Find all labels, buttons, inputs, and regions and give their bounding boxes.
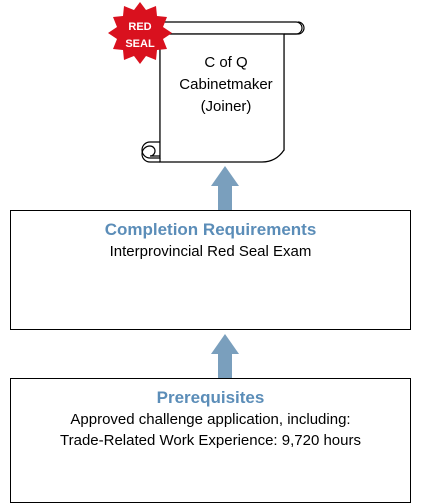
arrow-up-2 (211, 334, 239, 378)
scroll-top-roll (159, 21, 303, 35)
prerequisites-line1: Approved challenge application, includin… (70, 411, 351, 428)
prerequisites-line2: Trade-Related Work Experience: 9,720 hou… (60, 432, 361, 449)
certificate-line3: (Joiner) (200, 98, 252, 115)
completion-text: Interprovincial Red Seal Exam (109, 243, 312, 260)
certificate-line1: C of Q (204, 54, 248, 71)
arrow-up-1 (211, 166, 239, 210)
scroll-bottom-curl (141, 145, 160, 163)
prerequisites-box: Prerequisites Approved challenge applica… (10, 378, 411, 503)
red-seal-badge (108, 2, 172, 64)
scroll-outline (159, 33, 285, 163)
prerequisites-title: Prerequisites (156, 388, 265, 407)
seal-label-line1: RED (128, 21, 152, 33)
completion-title: Completion Requirements (104, 220, 317, 239)
scroll-top-curl (284, 21, 305, 35)
certificate-line2: Cabinetmaker (179, 76, 273, 93)
completion-requirements-box: Completion Requirements Interprovincial … (10, 210, 411, 330)
scroll-body-fill (160, 34, 284, 162)
seal-label-line2: SEAL (125, 38, 155, 50)
